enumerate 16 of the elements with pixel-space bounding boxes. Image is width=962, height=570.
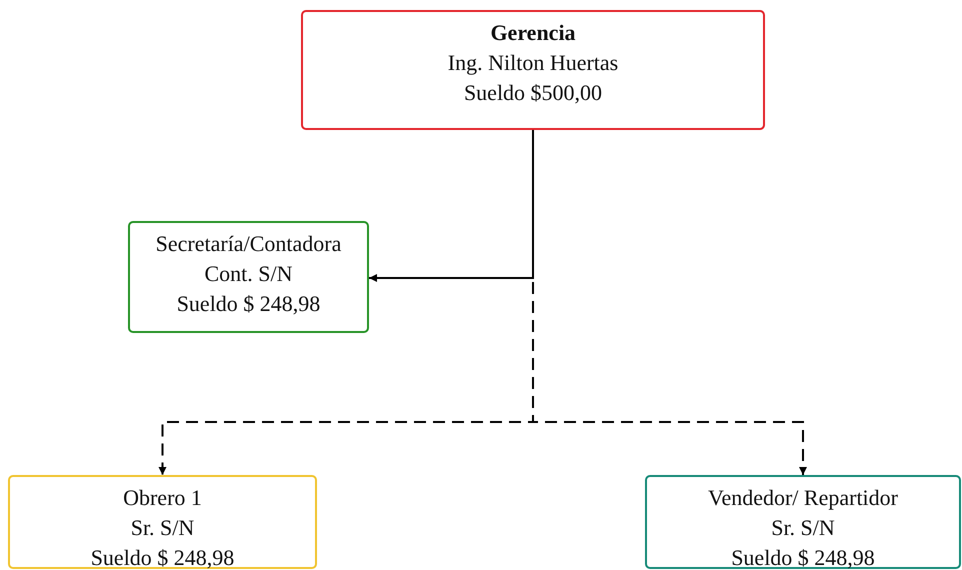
person-name: Cont. S/N [204, 260, 293, 288]
position-title: Gerencia [490, 19, 576, 47]
salary-text: Sueldo $ 248,98 [176, 290, 320, 318]
person-name: Sr. S/N [771, 514, 835, 542]
person-name: Ing. Nilton Huertas [448, 49, 618, 77]
position-box [8, 475, 317, 569]
salary-text: Sueldo $ 248,98 [731, 544, 875, 570]
position-box [301, 10, 765, 130]
salary-text: Sueldo $500,00 [464, 79, 602, 107]
position-title: Secretaría/Contadora [156, 230, 342, 258]
position-title: Vendedor/ Repartidor [708, 484, 898, 512]
position-box [645, 475, 961, 569]
person-name: Sr. S/N [130, 514, 194, 542]
position-title: Obrero 1 [123, 484, 202, 512]
salary-text: Sueldo $ 248,98 [90, 544, 234, 570]
position-box [128, 221, 369, 333]
